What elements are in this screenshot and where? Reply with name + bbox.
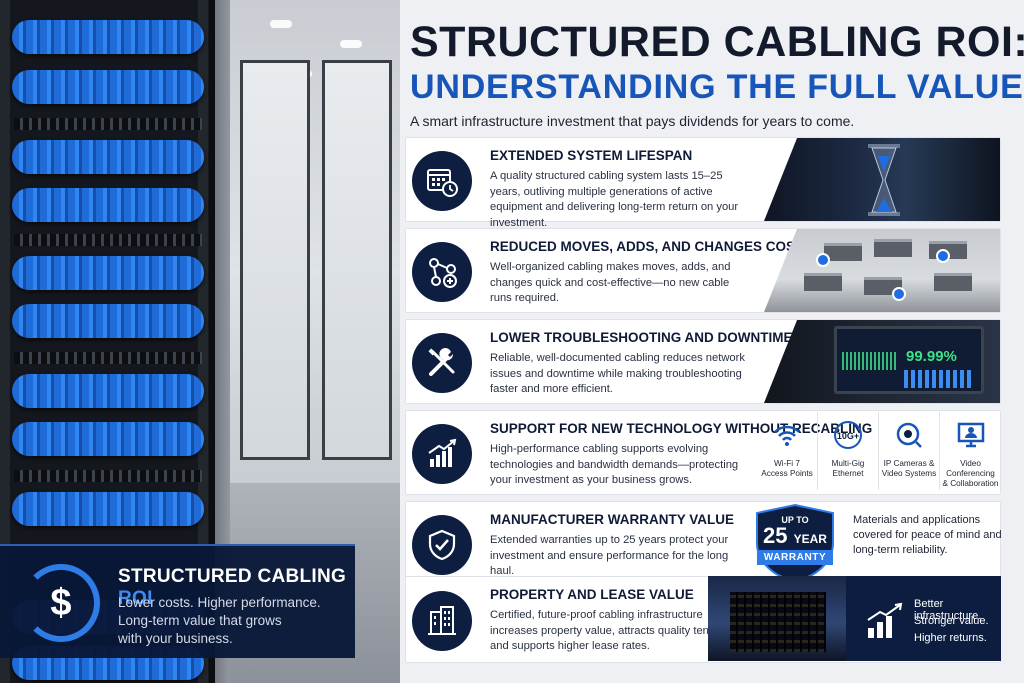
section-troubleshooting: LOWER TROUBLESHOOTING AND DOWNTIME COSTS…: [405, 319, 1001, 404]
returns-line: Stronger value.: [914, 615, 989, 627]
uptime-value: 99.99%: [906, 348, 957, 365]
warranty-badge: UP TO 25 YEAR WARRANTY: [753, 503, 837, 583]
section-title: MANUFACTURER WARRANTY VALUE: [490, 512, 734, 527]
page-subtitle: UNDERSTANDING THE FULL VALUE: [410, 68, 1024, 106]
tech-label: Multi-Gig Ethernet: [831, 459, 865, 478]
shield-check-icon: [412, 515, 472, 575]
roi-card-line2: Long-term value that grows: [118, 613, 282, 628]
wifi-icon: [774, 425, 800, 446]
video-conference-icon: [957, 422, 984, 448]
section-title: EXTENDED SYSTEM LIFESPAN: [490, 148, 693, 163]
section-lifespan: EXTENDED SYSTEM LIFESPAN A quality struc…: [405, 137, 1001, 229]
roi-card-title: STRUCTURED CABLING ROI: [118, 566, 347, 609]
page-title: STRUCTURED CABLING ROI:: [410, 18, 1024, 66]
tech-cameras: IP Cameras & Video Systems: [879, 412, 940, 490]
returns-panel: Better infrastructure. Stronger value. H…: [846, 576, 1001, 661]
tech-label: IP Cameras & Video Systems: [881, 459, 937, 478]
section-text: Well-organized cabling makes moves, adds…: [490, 261, 731, 304]
tech-multigig: 10G+ Multi-Gig Ethernet: [818, 412, 879, 490]
hourglass-icon: [868, 144, 900, 216]
warranty-note: Materials and applications covered for p…: [853, 514, 1002, 556]
roi-card-line3: with your business.: [118, 631, 233, 646]
tech-video-conferencing: Video Conferencing & Collaboration: [940, 412, 1001, 490]
location-pin-icon: [816, 253, 830, 267]
returns-line: Higher returns.: [914, 632, 987, 644]
tools-icon: [412, 333, 472, 393]
network-nodes-icon: [412, 242, 472, 302]
tagline: A smart infrastructure investment that p…: [410, 113, 855, 129]
badge-ribbon: WARRANTY: [757, 550, 833, 565]
buildings-icon: [412, 591, 472, 651]
badge-years: 25 YEAR: [763, 523, 827, 548]
calendar-clock-icon: [412, 151, 472, 211]
section-new-technology: SUPPORT FOR NEW TECHNOLOGY WITHOUT RECAB…: [405, 410, 1001, 495]
tech-label: Wi-Fi 7 Access Points: [761, 459, 813, 478]
camera-icon: [896, 422, 922, 448]
dollar-cycle-icon: [22, 564, 100, 642]
svg-text:10G+: 10G+: [837, 431, 859, 441]
location-pin-icon: [892, 287, 906, 301]
location-pin-icon: [936, 249, 950, 263]
section-text: A quality structured cabling system last…: [490, 170, 739, 229]
section-warranty: MANUFACTURER WARRANTY VALUE Extended war…: [405, 501, 1001, 586]
dollar-sign-icon: $: [50, 582, 72, 624]
server-room-hourglass-image: [764, 138, 1000, 221]
badge-up-to: UP TO: [781, 515, 809, 525]
section-text: Reliable, well-documented cabling reduce…: [490, 352, 745, 395]
monitoring-laptop-image: 99.99%: [764, 320, 1000, 403]
section-title: LOWER TROUBLESHOOTING AND DOWNTIME COSTS: [490, 330, 843, 345]
technology-icons: Wi-Fi 7 Access Points 10G+ Multi-Gig Eth…: [757, 412, 1001, 490]
10g-icon: 10G+: [834, 421, 862, 449]
tech-wifi: Wi-Fi 7 Access Points: [757, 412, 818, 490]
growth-chart-icon: [412, 424, 472, 484]
roi-summary-card: $ STRUCTURED CABLING ROI Lower costs. Hi…: [0, 544, 355, 658]
rising-bars-icon: [867, 602, 903, 638]
section-title: SUPPORT FOR NEW TECHNOLOGY WITHOUT RECAB…: [490, 421, 873, 436]
section-title: PROPERTY AND LEASE VALUE: [490, 587, 694, 602]
tech-label: Video Conferencing & Collaboration: [942, 459, 999, 488]
returns-line: Better infrastructure.: [914, 598, 982, 622]
office-floor-image: [764, 229, 1000, 312]
section-text: Extended warranties up to 25 years prote…: [490, 534, 729, 577]
section-title: REDUCED MOVES, ADDS, AND CHANGES COSTS: [490, 239, 813, 254]
section-text: High-performance cabling supports evolvi…: [490, 443, 739, 486]
section-text: Certified, future-proof cabling infrastr…: [490, 609, 734, 652]
roi-card-line1: Lower costs. Higher performance.: [118, 595, 321, 610]
section-mac-costs: REDUCED MOVES, ADDS, AND CHANGES COSTS W…: [405, 228, 1001, 313]
office-building-image: [708, 576, 846, 661]
